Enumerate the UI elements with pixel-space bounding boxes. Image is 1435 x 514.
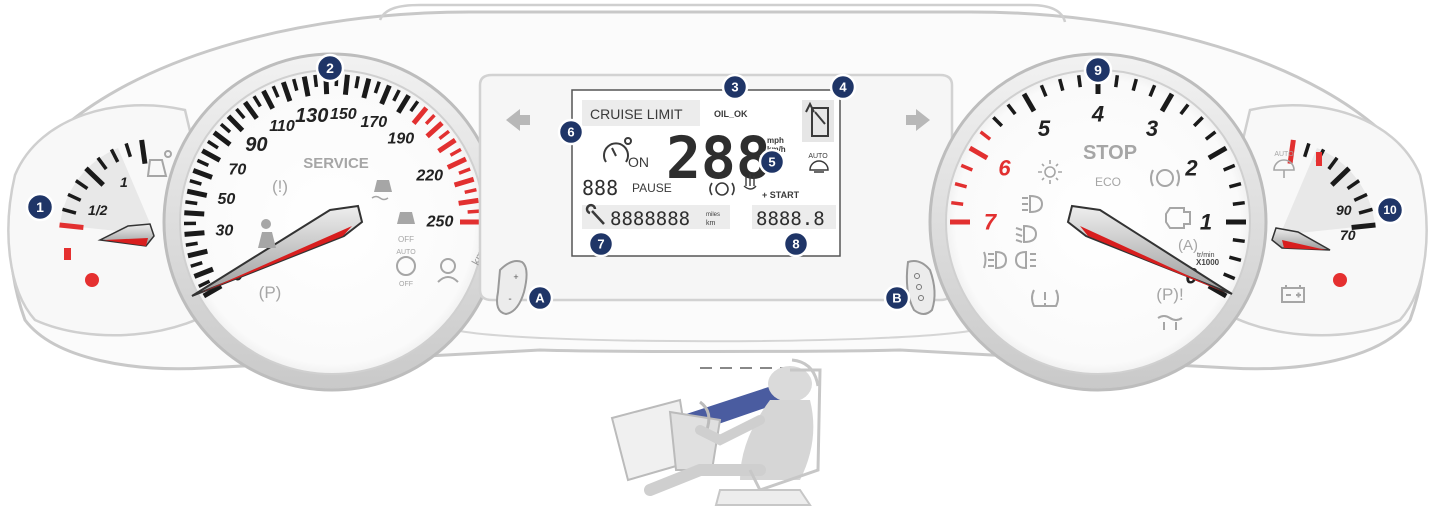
speedometer-tick [315, 75, 316, 87]
tachometer-label-2: 2 [1184, 156, 1198, 181]
eco-indicator: ECO [1095, 175, 1121, 189]
svg-text:-: - [508, 294, 511, 305]
speedometer-label-170: 170 [361, 114, 388, 131]
fuel-tick [60, 225, 84, 228]
tachometer-tick [951, 203, 963, 205]
svg-text:1: 1 [36, 199, 44, 215]
brake-warning-indicator: (!) [272, 177, 288, 196]
svg-text:5: 5 [768, 155, 775, 170]
speed-unit-top: mph [767, 136, 784, 145]
speedometer-tick [468, 211, 480, 212]
speedometer-label-90: 90 [245, 134, 267, 156]
speedometer-label-130: 130 [295, 105, 328, 127]
svg-text:3: 3 [731, 80, 738, 95]
fuel-warning-light [85, 273, 99, 287]
speedometer-tick [184, 213, 204, 214]
parking-warning-indicator: (P)! [1156, 285, 1183, 304]
tachometer-label-4: 4 [1091, 102, 1104, 127]
callout-2: 2 [317, 55, 343, 81]
callout-a: A [528, 286, 552, 310]
tachometer-label-3: 3 [1146, 116, 1158, 141]
fuel-tick [142, 140, 145, 164]
callout-4: 4 [831, 75, 855, 99]
odo-unit-top: miles [706, 212, 720, 218]
svg-text:4: 4 [839, 80, 847, 95]
speedometer-tick [186, 243, 198, 245]
svg-text:B: B [892, 291, 901, 306]
auto-wiper-right-text: AUTO [1274, 151, 1294, 158]
speedometer-tick [356, 76, 358, 88]
callout-b: B [885, 286, 909, 310]
tachometer-tick [1233, 203, 1245, 205]
temp-label-90: 90 [1336, 202, 1352, 218]
callout-6: 6 [559, 120, 583, 144]
speedometer-label-50: 50 [217, 191, 235, 208]
svg-text:8: 8 [792, 237, 799, 252]
parking-brake-indicator: (P) [259, 283, 282, 302]
speedometer-label-30: 30 [215, 223, 233, 240]
speed-display-digits: 288 [666, 124, 771, 192]
fuel-reserve-mark [64, 248, 71, 260]
service-indicator: SERVICE [303, 155, 369, 172]
tachometer-label-5: 5 [1038, 116, 1051, 141]
stop-indicator: STOP [1083, 142, 1137, 164]
driver-seat-illustration [612, 360, 820, 505]
fuel-label-full: 1 [120, 174, 128, 190]
callout-5: 5 [760, 150, 784, 174]
callout-9: 9 [1085, 57, 1111, 83]
fuel-label-half: 1/2 [88, 202, 108, 218]
svg-text:OFF: OFF [399, 281, 413, 288]
tachometer-tick [1233, 240, 1245, 242]
odometer-digits: 8888888 [610, 208, 690, 230]
speedometer-label-220: 220 [415, 168, 443, 185]
oil-status-text: OIL_OK [714, 109, 748, 119]
svg-text:2: 2 [326, 60, 334, 76]
callout-10: 10 [1377, 197, 1403, 223]
speedometer-label-110: 110 [269, 118, 295, 135]
abs-indicator: (A) [1178, 237, 1198, 254]
speedometer-tick [185, 202, 197, 204]
svg-text:9: 9 [1094, 62, 1102, 78]
callout-8: 8 [784, 232, 808, 256]
svg-text:6: 6 [567, 125, 574, 140]
tachometer-tick [1079, 75, 1081, 87]
speedometer-label-190: 190 [387, 130, 414, 147]
callout-7: 7 [589, 232, 613, 256]
callout-3: 3 [723, 75, 747, 99]
odo-unit-bottom: km [706, 220, 716, 227]
callout-1: 1 [27, 194, 53, 220]
button-b-right-stalk[interactable] [907, 261, 935, 314]
svg-text:OFF: OFF [398, 235, 414, 244]
speedometer-tick [459, 200, 479, 203]
svg-text:A: A [535, 291, 545, 306]
tachometer-tick [1116, 75, 1118, 87]
svg-text:+: + [513, 272, 518, 282]
tachometer-label-6: 6 [998, 156, 1011, 181]
tachometer-label-7: 7 [984, 210, 998, 235]
trip-digits: 8888.8 [756, 208, 825, 230]
temp-warning-light [1333, 273, 1347, 287]
speedometer-tick [185, 233, 205, 235]
cruise-on-text: ON [628, 154, 649, 170]
start-text: + START [762, 190, 800, 200]
cruise-limit-text: CRUISE LIMIT [590, 106, 683, 122]
svg-text:10: 10 [1383, 203, 1397, 217]
temp-label-70: 70 [1340, 227, 1356, 243]
speedometer-label-150: 150 [330, 106, 357, 123]
tachometer-label-1: 1 [1200, 210, 1212, 235]
pause-text: PAUSE [632, 181, 672, 195]
speedometer-label-70: 70 [228, 161, 246, 178]
svg-text:7: 7 [597, 237, 604, 252]
speedometer-tick [345, 75, 347, 95]
auto-wiper-text: AUTO [808, 153, 828, 160]
speedometer-label-250: 250 [426, 214, 454, 231]
temp-high-mark [1316, 152, 1322, 166]
pause-digits: 888 [582, 176, 618, 200]
svg-text:AUTO: AUTO [396, 249, 416, 256]
tachometer-unit-bottom: X1000 [1196, 258, 1220, 267]
